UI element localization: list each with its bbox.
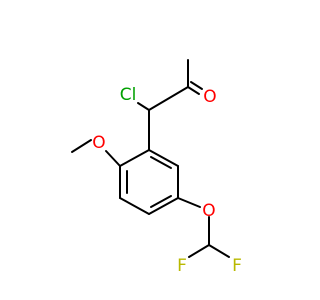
bond-chf2-f-left xyxy=(188,244,210,258)
carbonyl-oxygen-label: O xyxy=(203,87,216,107)
ring-bond-c4-c5 xyxy=(148,197,179,215)
ring-bond-c3-c4 xyxy=(119,197,150,215)
molecule-canvas: Cl O O O F F xyxy=(71,59,242,276)
ring-bond-c6-c1 xyxy=(148,149,179,167)
bond-carbonyl-alpha xyxy=(148,86,189,111)
bond-carbonyl-double-a xyxy=(187,86,200,95)
bond-ring-methoxy-o xyxy=(105,150,121,167)
ring-inner-bond-b xyxy=(150,195,172,208)
structure-diagram: Cl O O O F F xyxy=(71,59,242,276)
ring-bond-c1-c2 xyxy=(119,149,150,167)
fluorine-left-label: F xyxy=(177,256,187,276)
bond-methoxy-methyl xyxy=(71,139,92,153)
bonds xyxy=(71,59,230,258)
atom-labels: Cl O O O F F xyxy=(92,85,242,276)
fluorine-right-label: F xyxy=(232,256,242,276)
methoxy-oxygen-label: O xyxy=(92,133,105,153)
bond-chf2-f-right xyxy=(208,244,230,258)
bond-alpha-chlorine xyxy=(137,102,150,111)
bond-ring-ether-o xyxy=(177,197,201,208)
bond-carbonyl-double-b xyxy=(190,81,203,90)
ring-inner-bond-c xyxy=(150,156,172,169)
chlorine-label: Cl xyxy=(120,85,137,105)
ether-oxygen-label: O xyxy=(202,201,215,221)
